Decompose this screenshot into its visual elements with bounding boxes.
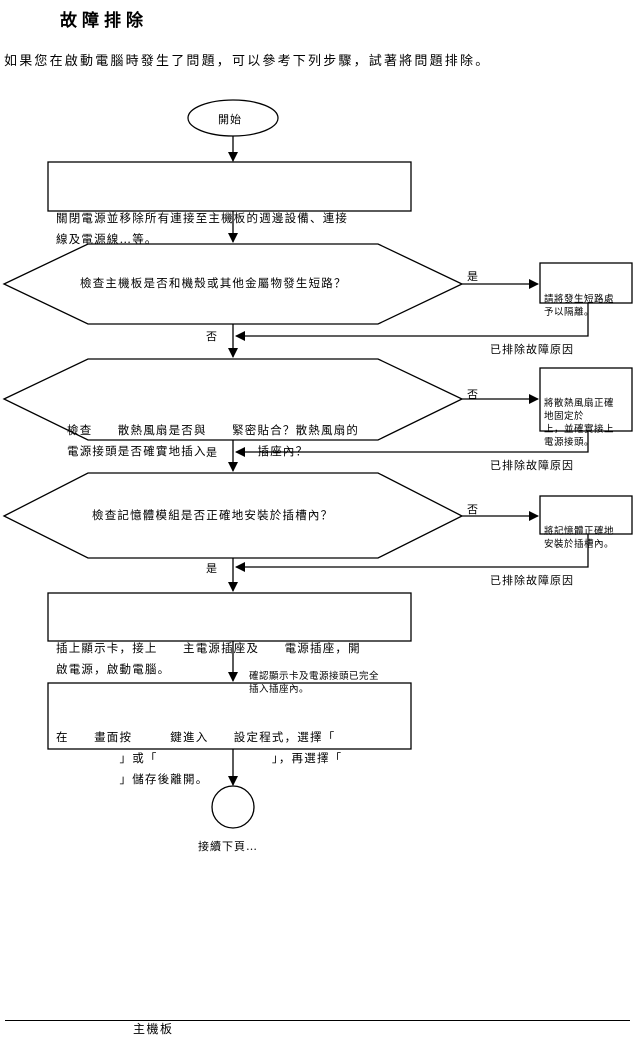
decision3-yes-label: 是 <box>206 562 218 575</box>
step1-text: 關閉電源並移除所有連接至主機板的週邊設備、連接線及電源線…等。 <box>56 211 349 246</box>
footer-divider <box>5 1020 630 1021</box>
decision2-yes-label: 是 <box>206 446 218 459</box>
footer-text: 主機板 <box>133 1022 174 1036</box>
fix2-box <box>539 367 633 432</box>
fix1-box <box>539 262 633 304</box>
intro-text: 如果您在啟動電腦時發生了問題，可以參考下列步驟，試著將問題排除。 <box>4 54 491 69</box>
fix3-text: 將記憶體正確地安裝於插槽內。 <box>544 526 615 550</box>
step2-box <box>47 592 412 642</box>
start-label: 開始 <box>218 113 242 126</box>
decision1-text: 檢查主機板是否和機殼或其他金屬物發生短路？ <box>80 276 347 290</box>
fix1-text: 請將發生短路處予以隔離。 <box>544 294 615 318</box>
decision1-no-label: 否 <box>206 330 218 343</box>
resolved-label-2: 已排除故障原因 <box>490 459 574 472</box>
continue-label: 接續下頁… <box>198 840 258 853</box>
step2-text: 插上顯示卡，接上 主電源插座及 電源插座，開啟電源，啟動電腦。 <box>56 641 361 676</box>
note-text: 確認顯示卡及電源接頭已完全插入插座內。 <box>249 671 380 695</box>
continue-connector <box>211 785 255 829</box>
decision1-yes-label: 是 <box>467 270 479 283</box>
resolved-label-1: 已排除故障原因 <box>490 343 574 356</box>
fix2-text: 將散熱風扇正確地固定於上，並確實接上電源接頭。 <box>544 398 615 448</box>
step3-box <box>47 682 412 750</box>
decision2-text: 檢查 散熱風扇是否與 緊密貼合？散熱風扇的電源接頭是否確實地插入 插座內？ <box>67 423 360 458</box>
resolved-label-3: 已排除故障原因 <box>490 574 574 587</box>
decision2-no-label: 否 <box>467 388 479 401</box>
decision3-no-label: 否 <box>467 503 479 516</box>
step3-text: 在 畫面按 鍵進入 設定程式，選擇「 」或「 」，再選擇「 」儲存後離開。 <box>56 730 343 786</box>
decision3-text: 檢查記憶體模組是否正確地安裝於插槽內？ <box>92 508 334 522</box>
fix3-box <box>539 495 633 535</box>
page-title: 故障排除 <box>60 11 148 31</box>
step1-box <box>47 161 412 212</box>
